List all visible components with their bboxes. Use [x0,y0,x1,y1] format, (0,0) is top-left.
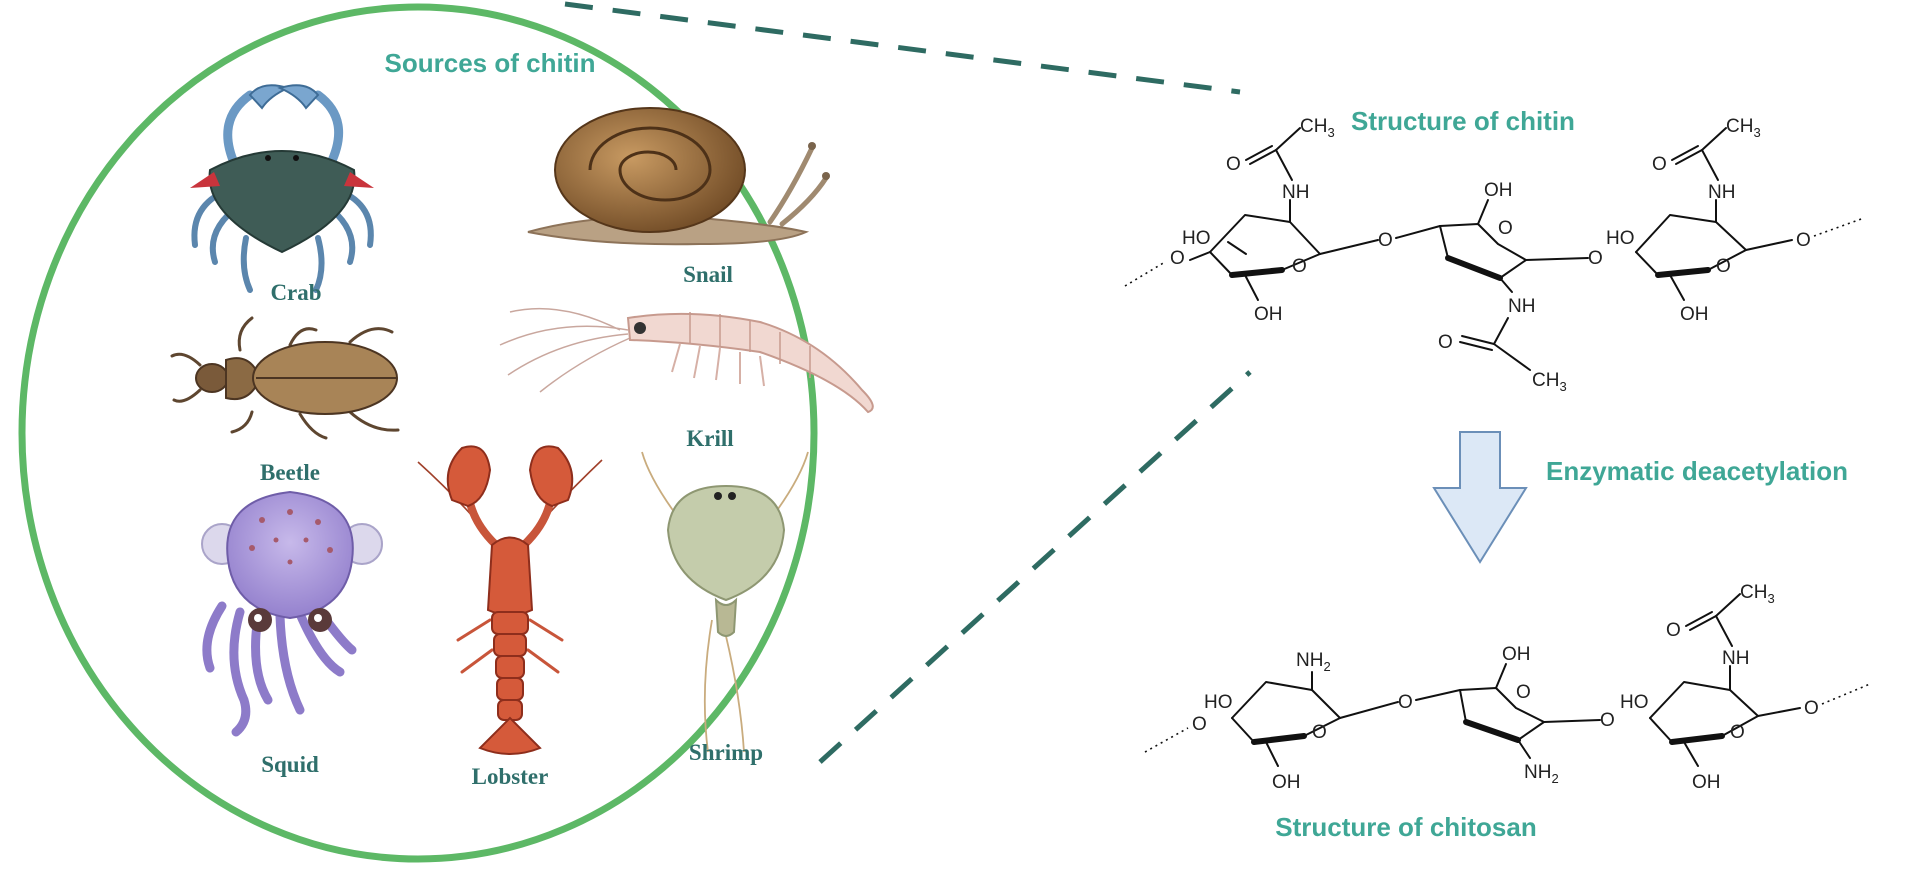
chitin-ring3-nh: NH [1708,182,1735,203]
chitosan-ring1-nh2: NH2 [1296,650,1331,674]
chitin-ring1-ch3: CH3 [1300,116,1335,140]
chitin-ring3-ho: HO [1606,228,1635,249]
deacetylation-arrow [1432,431,1528,564]
chitin-o-right-end: O [1796,230,1811,251]
chitin-glycosidic-o2: O [1588,248,1603,269]
chitosan-ring3-ho: HO [1620,692,1649,713]
zoom-line-top [564,1,1241,95]
chitosan-glycosidic-o1: O [1398,692,1413,713]
chitosan-o-right-end: O [1804,698,1819,719]
chitosan-ring1-oh: OH [1272,772,1301,793]
chitin-ring2-carbonyl-o: O [1438,332,1453,353]
chitin-ring3-oh: OH [1680,304,1709,325]
chitosan-ring3-carbonyl-o: O [1666,620,1681,641]
chitin-ring3-o: O [1716,256,1731,277]
chitosan-ring2-nh2: NH2 [1524,762,1559,786]
chitosan-ring1-ho: HO [1204,692,1233,713]
chitin-ring2-oh: OH [1484,180,1513,201]
beetle-label: Beetle [260,460,320,485]
zoom-line-bottom [818,370,1252,764]
chitosan-ring2-o: O [1516,682,1531,703]
chitin-ring1-ho: HO [1182,228,1211,249]
chitin-ring2-nh: NH [1508,296,1535,317]
deacetylation-label: Enzymatic deacetylation [1546,456,1848,486]
chitin-ring1-nh: NH [1282,182,1309,203]
chitosan-ring3-oh: OH [1692,772,1721,793]
chitosan-title: Structure of chitosan [1275,812,1536,842]
chitin-glycosidic-o1: O [1378,230,1393,251]
chitin-o-left-end: O [1170,248,1185,269]
lobster-illustration [417,445,603,755]
squid-illustration [201,490,383,737]
squid-label: Squid [261,752,319,777]
krill-label: Krill [686,426,733,451]
chitin-ring3-carbonyl-o: O [1652,154,1667,175]
chitin-ring3-ch3: CH3 [1726,116,1761,140]
beetle-illustration [170,316,400,440]
chitin-structure: O O HO OH NH O CH3 O O OH NH [1124,116,1865,394]
chitin-ring1-o: O [1292,256,1307,277]
chitosan-ring3-o: O [1730,722,1745,743]
krill-illustration [499,307,874,414]
chitosan-structure: O O HO OH NH2 O O OH NH2 O HO O [1144,582,1871,793]
chitosan-o-left-end: O [1192,714,1207,735]
chitin-ring2-o: O [1498,218,1513,239]
snail-label: Snail [683,262,733,287]
chitin-ring1-oh: OH [1254,304,1283,325]
chitosan-glycosidic-o2: O [1600,710,1615,731]
sources-title: Sources of chitin [385,48,596,78]
chitosan-ring1-o: O [1312,722,1327,743]
crab-label: Crab [270,280,321,305]
shrimp-label: Shrimp [689,740,763,765]
lobster-label: Lobster [472,764,549,789]
chitin-ring1-carbonyl-o: O [1226,154,1241,175]
shrimp-illustration [641,451,809,753]
crab-illustration [190,84,374,293]
chitin-ring2-ch3: CH3 [1532,370,1567,394]
chitosan-ring3-ch3: CH3 [1740,582,1775,606]
chitin-title: Structure of chitin [1351,106,1575,136]
chitosan-ring3-nh: NH [1722,648,1749,669]
chitosan-ring2-oh: OH [1502,644,1531,665]
snail-illustration [527,107,830,246]
